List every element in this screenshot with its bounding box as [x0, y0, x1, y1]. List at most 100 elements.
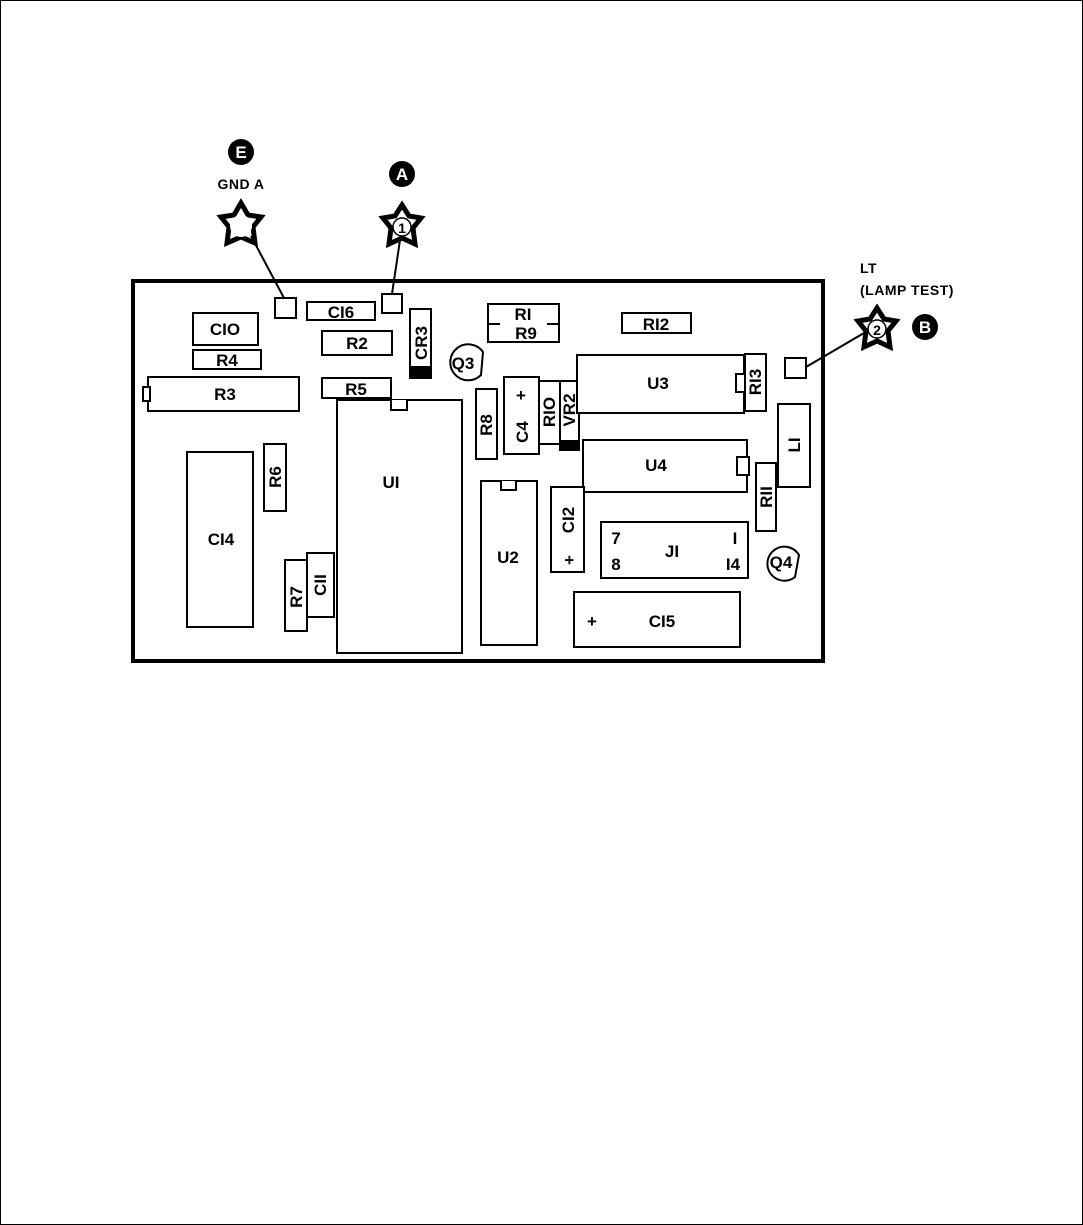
u2-label: U2 — [497, 548, 519, 567]
gnd-a-label: GND A — [217, 176, 264, 192]
gnd-test-pad — [274, 297, 297, 319]
component-u3: U3 — [576, 354, 747, 414]
c4-label: C4 — [513, 421, 532, 443]
c4-body — [503, 376, 540, 455]
component-q4: Q4 — [766, 545, 801, 582]
cr3-label: CR3 — [412, 326, 431, 360]
component-c11: CII — [306, 552, 335, 618]
u3-body — [576, 354, 745, 414]
component-c16: CI6 — [306, 301, 376, 322]
component-r8: R8 — [475, 388, 498, 460]
j1-pin-1: I — [733, 529, 738, 548]
q4-label: Q4 — [770, 553, 793, 572]
lt-label: LT — [860, 260, 877, 276]
badge-a-circle — [389, 161, 415, 187]
u2-body — [480, 480, 538, 646]
c16-body — [306, 301, 376, 321]
gnd-test-point-circle — [230, 215, 252, 237]
r6-label: R6 — [266, 466, 285, 488]
component-r11: RII — [755, 462, 777, 532]
component-c14: CI4 — [186, 451, 254, 628]
callout-lamp-test: LT (LAMP TEST) 2 B — [805, 260, 954, 368]
c12-body — [550, 486, 585, 573]
r6-body — [263, 443, 287, 512]
vr2-cathode-band — [560, 440, 579, 450]
component-l1: LI — [777, 403, 811, 488]
tp1-number: 1 — [398, 220, 406, 236]
r11-label: RII — [757, 486, 776, 508]
component-u1: UI — [336, 399, 463, 654]
c11-label: CII — [311, 574, 330, 596]
j1-pin-14: I4 — [726, 555, 741, 574]
component-r4: R4 — [192, 349, 262, 370]
badge-b-circle — [912, 314, 938, 340]
r3-end-tab — [142, 386, 151, 402]
component-c4: + C4 — [503, 376, 540, 455]
r2-body — [321, 330, 393, 356]
component-r3: R3 — [142, 376, 300, 412]
tp1-leader-line — [391, 239, 401, 295]
tp2-number: 2 — [873, 322, 881, 338]
circuit-board-outline — [131, 279, 825, 663]
c10-body — [192, 312, 259, 346]
c12-polarity: + — [560, 555, 579, 565]
r1-label: RI — [515, 305, 532, 324]
callout-gnd-a: E GND A — [216, 139, 285, 299]
u4-notch — [736, 456, 750, 476]
r3-label: R3 — [214, 385, 236, 404]
component-c15: + CI5 — [573, 591, 741, 648]
lamp-test-label: (LAMP TEST) — [860, 282, 954, 298]
u4-label: U4 — [645, 456, 667, 475]
u2-notch — [500, 481, 517, 491]
q3-body — [449, 343, 485, 382]
component-c12: CI2 + — [550, 486, 585, 573]
j1-pin-7: 7 — [611, 529, 620, 548]
badge-e-circle — [228, 139, 254, 165]
r2-label: R2 — [346, 334, 368, 353]
u1-label: UI — [383, 473, 400, 492]
r9-label: R9 — [515, 324, 537, 343]
badge-a-letter: A — [396, 165, 408, 184]
r10-label: RIO — [540, 397, 559, 427]
c15-label: CI5 — [649, 612, 675, 631]
callout-test-point-1: A 1 — [378, 161, 426, 295]
badge-e-letter: E — [235, 143, 246, 162]
tp2-test-pad — [784, 357, 807, 379]
r7-label: R7 — [287, 586, 306, 608]
cr3-cathode-band — [410, 366, 431, 378]
r13-label: RI3 — [746, 369, 765, 395]
component-j1: 7 I JI 8 I4 — [600, 521, 749, 579]
component-u2: U2 — [480, 480, 538, 646]
l1-body — [777, 403, 811, 488]
j1-label: JI — [665, 542, 679, 561]
component-r5: R5 — [321, 377, 392, 399]
j1-body — [600, 521, 749, 579]
r4-body — [192, 349, 262, 370]
c10-label: CIO — [210, 320, 240, 339]
r12-label: RI2 — [643, 315, 669, 334]
c12-label: CI2 — [559, 507, 578, 533]
component-r2: R2 — [321, 330, 393, 356]
r5-label: R5 — [345, 380, 367, 399]
c16-label: CI6 — [328, 303, 354, 322]
component-q3: Q3 — [449, 343, 485, 382]
l1-label: LI — [785, 437, 804, 452]
tp2-circle — [867, 319, 887, 339]
component-r13: RI3 — [744, 353, 767, 412]
c4-polarity: + — [516, 386, 526, 405]
r4-label: R4 — [216, 351, 238, 370]
component-r1-r9: RI R9 — [487, 303, 560, 343]
u1-body — [336, 399, 463, 654]
c11-body — [306, 552, 335, 618]
component-vr2: VR2 — [559, 380, 580, 451]
r5-body — [321, 377, 392, 399]
c14-label: CI4 — [208, 530, 235, 549]
component-u4: U4 — [582, 439, 750, 493]
c14-body — [186, 451, 254, 628]
tp1-circle — [392, 217, 412, 237]
r8-label: R8 — [477, 414, 496, 436]
r11-body — [755, 462, 777, 532]
r13-body — [744, 353, 767, 412]
